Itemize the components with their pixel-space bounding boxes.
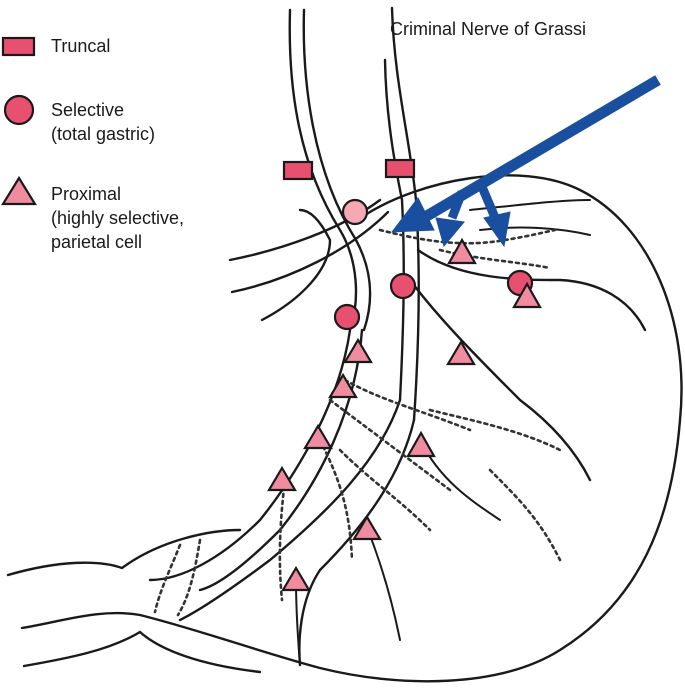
- pylorus-lower: [22, 630, 262, 674]
- dashed-fiber: [338, 448, 432, 532]
- posterior-nerve-of-latarjet: [178, 398, 402, 622]
- truncal-marker: [384, 158, 416, 179]
- celiac-branch: [260, 208, 332, 322]
- greater-curve-branch-2: [408, 278, 592, 482]
- dashed-fiber: [153, 543, 182, 614]
- legend-triangle-icon: [1, 175, 37, 206]
- anterior-nerve-of-latarjet: [148, 328, 352, 582]
- diagram-title: Criminal Nerve of Grassi: [390, 19, 587, 39]
- proximal-marker: [352, 514, 382, 541]
- legend-rectangle-icon: [1, 36, 36, 57]
- proximal-marker: [343, 337, 373, 364]
- proximal-marker: [406, 430, 436, 458]
- distal-branch-2: [365, 524, 401, 641]
- proximal-marker: [267, 465, 297, 492]
- dashed-fiber: [428, 408, 562, 452]
- legend-proximal-label: Proximal (highly selective, parietal cel…: [51, 182, 184, 254]
- selective-markers: [333, 198, 534, 331]
- stomach-lesser-curve: [6, 528, 242, 577]
- dashed-fiber: [278, 478, 287, 602]
- legend-truncal-label: Truncal: [51, 34, 110, 58]
- grassi-arrow: [390, 75, 661, 248]
- proximal-marker: [303, 423, 333, 450]
- right-vagus-trunk: [383, 58, 405, 402]
- proximal-marker: [447, 237, 477, 265]
- dashed-fiber: [176, 538, 202, 617]
- dashed-fiber: [438, 248, 552, 270]
- legend-line: (total gastric): [51, 124, 156, 144]
- legend-line: Selective: [51, 100, 125, 120]
- left-vagus-trunk: [288, 8, 358, 332]
- proximal-marker: [446, 339, 476, 366]
- dashed-fiber: [328, 398, 452, 492]
- proximal-marker: [281, 565, 311, 592]
- greater-curve-branch-1: [416, 248, 647, 332]
- legend-line: Proximal: [51, 184, 122, 204]
- legend-line: (highly selective,: [51, 208, 185, 228]
- dashed-fiber: [343, 378, 472, 432]
- dashed-fiber: [378, 228, 557, 245]
- legend-circle-icon: [3, 94, 35, 126]
- dashed-fiber: [488, 468, 562, 562]
- legend-line: Truncal: [51, 36, 111, 56]
- stomach-outline: [20, 174, 683, 683]
- legend-line: parietal cell: [51, 232, 143, 252]
- proximal-marker: [512, 281, 542, 309]
- distal-branch-3: [295, 579, 301, 666]
- hepatic-branch-2: [230, 210, 390, 294]
- legend-selective-label: Selective (total gastric): [51, 98, 155, 146]
- selective-marker-light: [341, 198, 369, 226]
- proximal-markers: [267, 237, 542, 592]
- truncal-marker: [282, 160, 314, 181]
- selective-marker: [333, 303, 361, 331]
- selective-marker: [389, 272, 417, 300]
- left-vagus-trunk-inner: [302, 8, 372, 332]
- proximal-marker: [328, 372, 358, 399]
- truncal-markers: [282, 158, 416, 181]
- posterior-nerve-of-latarjet-2: [298, 418, 416, 667]
- dashed-fiber: [318, 438, 354, 562]
- fundic-branch: [469, 199, 591, 211]
